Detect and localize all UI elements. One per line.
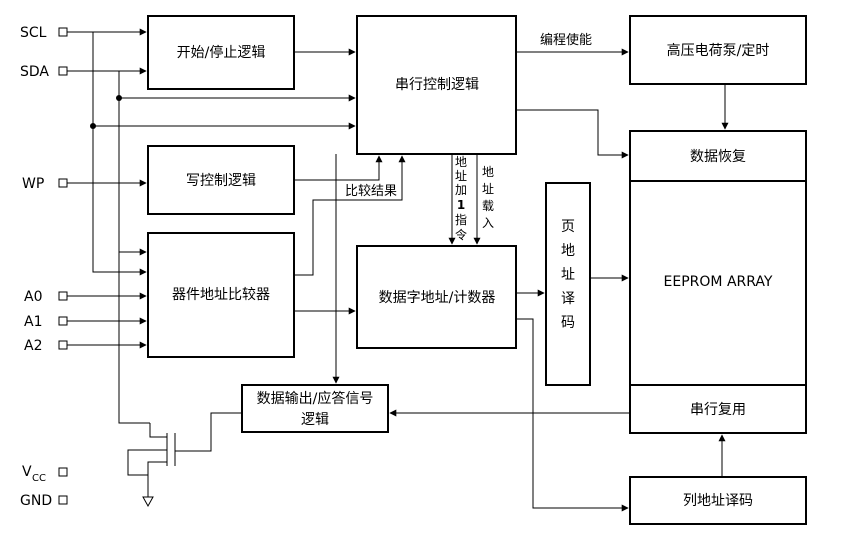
- write-control-to-serial-control-wire: [294, 155, 383, 181]
- address-load-char: 载: [482, 199, 494, 213]
- page-address-decoder-char: 译: [561, 291, 575, 307]
- serial-control-logic-label: 串行控制逻辑: [395, 77, 479, 93]
- pin-gnd-terminal: [58, 495, 68, 505]
- pin-vcc-subscript: CC: [32, 473, 46, 484]
- data-output-ack-logic-label: 数据输出/应答信号: [257, 390, 374, 407]
- column-address-decoder-block: [629, 476, 807, 525]
- pin-a0-label: A0: [24, 289, 42, 305]
- ground-symbol-icon: [142, 496, 154, 508]
- data-output-ack-logic-label-line2: 逻辑: [301, 412, 329, 428]
- page-address-decoder-char: 页: [561, 219, 575, 235]
- start-stop-logic-label: 开始/停止逻辑: [177, 44, 266, 61]
- pin-gnd-label: GND: [20, 493, 52, 509]
- serial-mux-block: [629, 384, 807, 434]
- compare-result-label: 比较结果: [345, 184, 397, 199]
- pin-sda-terminal: [58, 66, 68, 76]
- pin-scl-label: SCL: [20, 25, 47, 41]
- sda-junction-dot: [116, 95, 122, 101]
- pin-vcc-terminal: [58, 467, 68, 477]
- start-stop-logic-block: [147, 15, 295, 90]
- data-recovery-label: 数据恢复: [690, 148, 746, 165]
- hv-charge-pump-block: [629, 15, 807, 85]
- output-to-transistor-wire: [175, 412, 242, 452]
- serial-control-logic-block: [356, 15, 517, 155]
- scl-junction-dot: [90, 123, 96, 129]
- compare-result-wire: [294, 155, 406, 276]
- page-address-decoder-char: 码: [561, 315, 575, 331]
- transistor-source-wire: [147, 461, 167, 477]
- sda-to-output-transistor-wire: [118, 252, 150, 424]
- address-load-char: 地: [482, 165, 494, 179]
- device-address-comparator-label: 器件地址比较器: [172, 287, 270, 303]
- pin-scl-terminal: [58, 27, 68, 37]
- serial-mux-label: 串行复用: [690, 401, 746, 418]
- column-address-decoder-label: 列地址译码: [683, 493, 753, 509]
- program-enable-label: 编程使能: [540, 32, 592, 48]
- write-control-logic-label: 写控制逻辑: [186, 173, 256, 189]
- pin-a2-label: A2: [24, 338, 42, 354]
- address-load-char: 入: [482, 216, 494, 230]
- pin-a2-terminal: [58, 340, 68, 350]
- address-increment-char: 指: [455, 212, 467, 227]
- transistor-drain-wire: [149, 423, 167, 438]
- data-word-address-counter-block: [356, 245, 517, 349]
- pin-vcc-label: V: [22, 464, 32, 480]
- data-output-ack-logic-block: [241, 384, 389, 433]
- address-increment-char: 令: [455, 227, 467, 242]
- page-address-decoder-block: [545, 182, 591, 386]
- address-increment-char: 地: [455, 155, 467, 169]
- address-increment-char: 加: [455, 183, 467, 197]
- page-address-decoder-char: 址: [561, 267, 575, 283]
- pin-a0-terminal: [58, 291, 68, 301]
- eeprom-array-label: EEPROM ARRAY: [664, 274, 773, 290]
- transistor-body-wire: [127, 449, 167, 476]
- device-address-comparator-block: [147, 232, 295, 358]
- address-increment-char: 1: [457, 198, 465, 212]
- serial-control-to-data-recovery-wire: [516, 109, 629, 159]
- pin-a1-label: A1: [24, 314, 42, 330]
- address-load-char: 址: [482, 182, 494, 196]
- address-increment-char: 址: [455, 169, 467, 183]
- pin-wp-label: WP: [22, 176, 44, 192]
- hv-charge-pump-label: 高压电荷泵/定时: [667, 42, 770, 59]
- pin-a1-terminal: [58, 316, 68, 326]
- eeprom-array-block: [629, 180, 807, 386]
- scl-branch-wire: [92, 32, 147, 276]
- pin-sda-label: SDA: [20, 64, 49, 80]
- page-address-decoder-char: 地: [561, 243, 575, 259]
- pin-wp-terminal: [58, 178, 68, 188]
- data-word-address-counter-label: 数据字地址/计数器: [379, 290, 496, 306]
